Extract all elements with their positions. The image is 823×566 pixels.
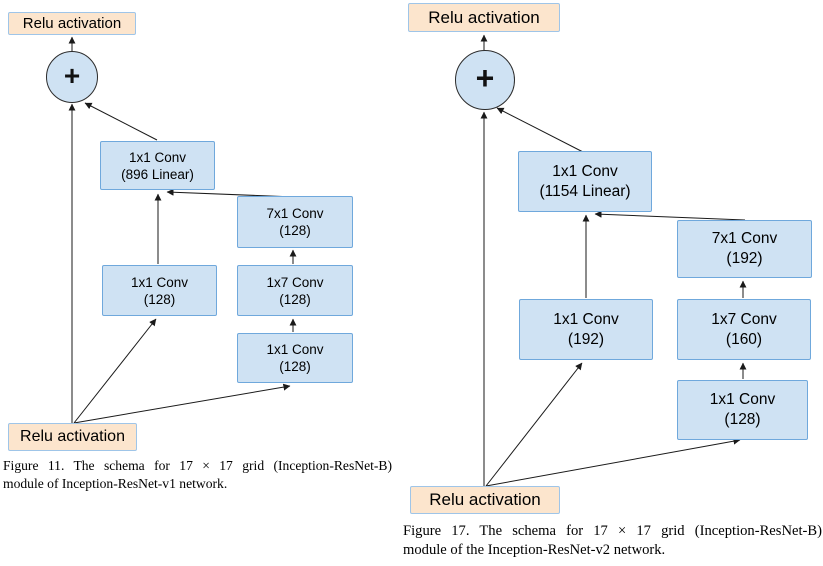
conv-1x1-192-mid-right: 1x1 Conv (192) (519, 299, 653, 360)
arrow-relu-to-1x1b-right (485, 437, 741, 487)
figure-17-caption: Figure 17. The schema for 17 × 17 grid (… (403, 522, 822, 559)
conv-label-line2: (192) (567, 330, 605, 348)
caption-line1: Figure 17. The schema for 17 × 17 grid (… (403, 523, 822, 539)
arrow-linear-to-add-left (84, 102, 158, 141)
arrow-relu-to-1x1b-left (73, 383, 291, 424)
conv-1x7-128-left: 1x7 Conv (128) (237, 265, 353, 316)
conv-label-line2: (192) (726, 250, 763, 267)
conv-1x1-128-bottom-left: 1x1 Conv (128) (237, 333, 353, 383)
conv-label-line1: 1x1 Conv (266, 342, 324, 357)
conv-label-line1: 1x1 Conv (709, 391, 776, 408)
conv-label-line2: (128) (279, 291, 311, 307)
conv-label-line2: (128) (279, 359, 311, 374)
conv-1x1-128-bottom-right: 1x1 Conv (128) (677, 380, 808, 440)
add-node-right: + (455, 50, 515, 110)
conv-7x1-192-right: 7x1 Conv (192) (677, 220, 812, 278)
arrow-relu-to-1x1-left (73, 318, 157, 424)
conv-label-line1: 1x1 Conv (128, 149, 187, 165)
conv-label-line1: 1x7 Conv (711, 310, 777, 328)
plus-icon: + (63, 59, 81, 91)
arrow-7x1-to-linear-right (594, 210, 746, 221)
conv-label-line2: (128) (143, 291, 176, 307)
conv-label-line2: (160) (725, 330, 763, 348)
arrow-linear-to-add-right (496, 107, 584, 153)
conv-label-line1: 7x1 Conv (711, 230, 778, 247)
conv-1x1-128-mid-left: 1x1 Conv (128) (102, 265, 217, 316)
conv-1x1-896-linear-left: 1x1 Conv (896 Linear) (100, 141, 215, 190)
caption-line1: Figure 11. The schema for 17 × 17 grid (… (3, 458, 392, 473)
relu-activation-input-left: Relu activation (8, 423, 137, 451)
caption-line2: module of Inception-ResNet-v1 network. (3, 475, 228, 491)
conv-label-line1: 1x1 Conv (130, 274, 189, 290)
figure-11-caption: Figure 11. The schema for 17 × 17 grid (… (3, 457, 392, 492)
conv-7x1-128-left: 7x1 Conv (128) (237, 196, 353, 248)
add-node-left: + (46, 51, 98, 103)
conv-1x1-1154-linear-right: 1x1 Conv (1154 Linear) (518, 151, 652, 212)
plus-icon: + (475, 60, 495, 96)
relu-activation-output-left: Relu activation (8, 12, 136, 35)
conv-1x7-160-right: 1x7 Conv (160) (677, 299, 811, 360)
conv-label-line1: 1x1 Conv (552, 162, 618, 180)
conv-label-line2: (896 Linear) (121, 166, 194, 182)
conv-label-line2: (1154 Linear) (539, 182, 631, 200)
relu-activation-input-right: Relu activation (410, 486, 560, 514)
arrow-relu-to-1x1-right (485, 362, 583, 487)
conv-label-line1: 1x1 Conv (553, 310, 619, 328)
conv-label-line2: (128) (279, 223, 311, 238)
conv-label-line1: 7x1 Conv (266, 206, 324, 221)
caption-line2: module of the Inception-ResNet-v2 networ… (403, 541, 666, 558)
conv-label-line1: 1x7 Conv (266, 274, 324, 290)
relu-activation-output-right: Relu activation (408, 3, 560, 32)
conv-label-line2: (128) (724, 411, 761, 428)
